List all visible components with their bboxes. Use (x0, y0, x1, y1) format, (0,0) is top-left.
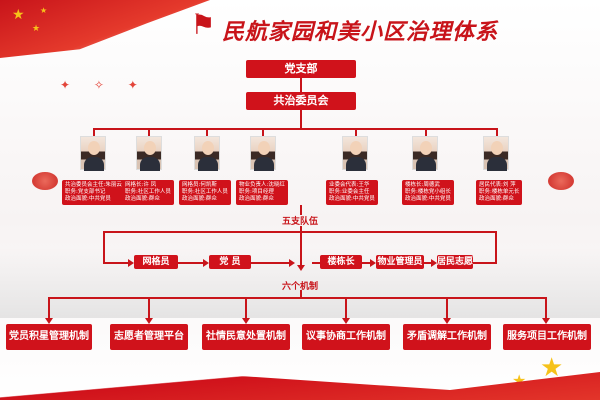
mechanism-box: 志愿者管理平台 (110, 324, 188, 350)
star-icon: ★ (40, 6, 48, 15)
member-avatar (412, 136, 438, 171)
connector-line (251, 262, 291, 264)
mechanism-box: 服务项目工作机制 (503, 324, 591, 350)
logo-icon: ⚑ (190, 8, 216, 41)
connector-line (245, 297, 247, 319)
member-avatar (483, 136, 509, 171)
arrow-right-icon (203, 259, 209, 267)
member-avatar (250, 136, 276, 171)
star-icon: ★ (32, 24, 41, 34)
member-label: 楼栋长:周德武职务:楼栋党小组长政治面貌:中共党员 (402, 180, 454, 205)
member-label: 居民代表:刘 萍职务:楼栋单元长政治面貌:群众 (476, 180, 523, 205)
cloud-decoration (32, 172, 58, 190)
connector-line (300, 226, 302, 266)
connector-line (148, 297, 150, 319)
committee-box: 共治委员会 (246, 92, 356, 110)
connector-line (103, 231, 497, 233)
dove-decoration: ✦ ✧ ✦ (60, 78, 148, 92)
member-avatar (80, 136, 106, 171)
team-box: 楼栋长 (320, 255, 362, 269)
cloud-decoration (548, 172, 574, 190)
connector-line (262, 128, 264, 136)
connector-line (300, 110, 302, 128)
connector-line (300, 205, 302, 215)
connector-line (93, 128, 497, 130)
connector-line (48, 297, 546, 299)
connector-line (93, 128, 95, 136)
connector-line (355, 128, 357, 136)
connector-line (472, 262, 497, 264)
star-icon: ★ (12, 7, 25, 23)
arrow-right-icon (128, 259, 134, 267)
party-branch-box: 党支部 (246, 60, 356, 78)
arrow-down-icon (297, 265, 305, 271)
connector-line (446, 297, 448, 319)
connector-line (362, 262, 371, 264)
connector-line (496, 128, 498, 136)
mechanism-box: 议事协商工作机制 (302, 324, 390, 350)
connector-line (148, 128, 150, 136)
bottom-ribbon-decoration (0, 372, 600, 400)
star-icon: ★ (540, 353, 564, 383)
member-label: 网格长:许 凤职务:社区工作人员政治面貌:群众 (122, 180, 174, 205)
mechanism-box: 矛盾调解工作机制 (403, 324, 491, 350)
member-label: 网格员:何凯斯职务:社区工作人员政治面貌:群众 (179, 180, 231, 205)
arrow-down-icon (242, 318, 250, 324)
mechanism-box: 社情民意处置机制 (202, 324, 290, 350)
arrow-down-icon (45, 318, 53, 324)
connector-line (206, 128, 208, 136)
arrow-down-icon (443, 318, 451, 324)
connector-line (425, 128, 427, 136)
connector-line (345, 297, 347, 319)
arrow-right-icon (370, 259, 376, 267)
five-teams-heading: 五支队伍 (281, 217, 318, 227)
connector-line (495, 231, 497, 263)
connector-line (103, 231, 105, 263)
arrow-right-icon (431, 259, 437, 267)
member-label: 共治委员会主任:朱丽云职务:党支部书记政治面貌:中共党员 (62, 180, 125, 205)
connector-line (424, 262, 432, 264)
member-avatar (136, 136, 162, 171)
connector-line (103, 262, 129, 264)
member-avatar (194, 136, 220, 171)
member-label: 物业负责人:沈晓红职务:项目经理政治面貌:群众 (236, 180, 288, 205)
team-box: 网格员 (134, 255, 178, 269)
arrow-right-icon (289, 259, 295, 267)
arrow-down-icon (542, 318, 550, 324)
six-mechanisms-heading: 六个机制 (281, 282, 318, 292)
team-box: 居民志愿者 (437, 255, 473, 269)
member-avatar (342, 136, 368, 171)
arrow-down-icon (342, 318, 350, 324)
connector-line (312, 262, 320, 264)
mechanism-box: 党员积星管理机制 (6, 324, 92, 350)
page-title: 民航家园和美小区治理体系 (222, 20, 499, 45)
team-box: 党 员 (209, 255, 251, 269)
connector-line (48, 297, 50, 319)
connector-line (545, 297, 547, 319)
connector-line (178, 262, 204, 264)
connector-line (300, 78, 302, 92)
arrow-down-icon (145, 318, 153, 324)
member-label: 业委会代表:王华职务:业委会主任政治面貌:中共党员 (326, 180, 378, 205)
connector-line (300, 290, 302, 298)
team-box: 物业管理员 (376, 255, 424, 269)
